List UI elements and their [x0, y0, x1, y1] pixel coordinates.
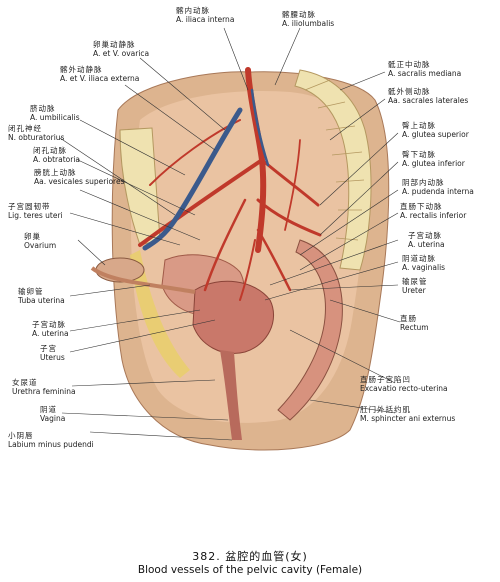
vagina-canal: [220, 350, 242, 440]
caption-title-en: Blood vessels of the pelvic cavity (Fema…: [137, 564, 363, 576]
fat-layer: [130, 250, 190, 378]
caption-number: 382.: [192, 550, 221, 563]
caption-number-title: 382. 盆腔的血管(女): [0, 548, 500, 564]
pelvic-tissue: [130, 90, 365, 423]
vertebrae: [304, 79, 365, 241]
caption-title-zh: 盆腔的血管(女): [225, 550, 308, 563]
uterus-organ: [192, 280, 275, 354]
leader-lines: [59, 27, 401, 441]
veins: [142, 88, 270, 251]
figure-caption: 382. 盆腔的血管(女) Blood vessels of the pelvi…: [0, 548, 500, 576]
sacrum-bone: [294, 69, 372, 271]
rectum-organ: [277, 239, 343, 421]
uterine-tube: [90, 266, 196, 294]
pubic-bone: [119, 127, 161, 246]
